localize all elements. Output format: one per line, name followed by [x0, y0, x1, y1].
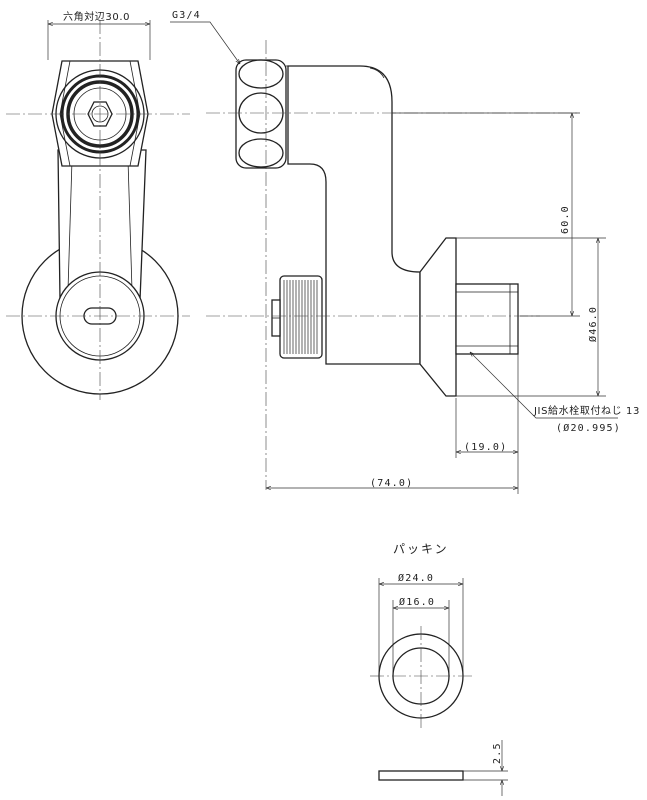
dimension-74: (74.0)	[266, 458, 519, 494]
packing-thickness-label: 2.5	[492, 742, 503, 764]
jis-thread-label: JIS給水栓取付ねじ 13	[533, 404, 640, 417]
packing-outer-label: Ø24.0	[398, 572, 434, 584]
dimension-60-label: 60.0	[560, 205, 571, 234]
hex-across-flats-dimension: 六角対辺30.0	[47, 10, 151, 60]
thread-g-label: G3/4	[172, 10, 201, 21]
dimension-46-label: Ø46.0	[587, 306, 599, 342]
packing-side-profile	[378, 770, 464, 781]
knurl-pattern	[283, 280, 318, 354]
jis-diameter-label: (Ø20.995)	[556, 422, 621, 434]
packing-section: パッキン Ø24.0 Ø16.0 2.5	[370, 542, 508, 796]
packing-inner-label: Ø16.0	[399, 596, 435, 608]
mounting-flange	[419, 237, 457, 397]
jis-thread-leader: JIS給水栓取付ねじ 13 (Ø20.995)	[470, 352, 640, 434]
hex-across-flats-label: 六角対辺30.0	[63, 10, 130, 23]
union-nut	[235, 59, 287, 169]
dimension-19-label: (19.0)	[464, 442, 507, 453]
side-view	[235, 59, 519, 397]
dimension-74-label: (74.0)	[370, 478, 413, 489]
dimension-46: Ø46.0	[456, 237, 606, 397]
packing-title: パッキン	[393, 542, 449, 556]
thread-g-leader: G3/4	[170, 10, 240, 64]
elbow-pipe	[287, 65, 421, 365]
dimension-60: 60.0	[392, 112, 580, 317]
dimension-19: (19.0)	[455, 354, 519, 458]
knurled-cap	[279, 275, 323, 359]
thread-spigot	[455, 283, 519, 355]
